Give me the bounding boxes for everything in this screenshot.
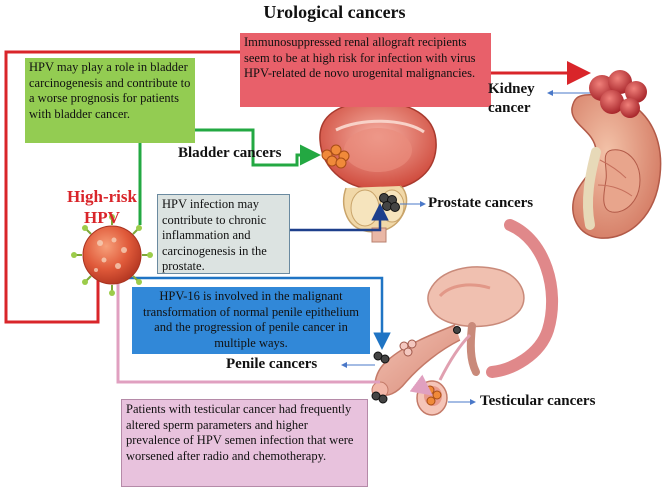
blue-connector	[126, 276, 391, 350]
prostate-cancer-label: Prostate cancers	[428, 195, 534, 211]
testicular-cancer-label: Testicular cancers	[480, 393, 596, 409]
bladder-prostate-illustration	[319, 101, 437, 243]
hpv-label-line2: HPV	[84, 208, 120, 227]
green-connector	[138, 128, 315, 225]
prostate-note-box: HPV infection may contribute to chronic …	[157, 194, 290, 274]
kidney-note-box: Immunosuppressed renal allograft recipie…	[240, 33, 491, 107]
kidney-cancer-label-line1: Kidney	[488, 81, 535, 97]
pink-connector	[116, 280, 428, 392]
penile-note-box: HPV-16 is involved in the malignant tran…	[132, 287, 370, 354]
kidney-cancer-label: Kidney cancer	[488, 80, 535, 118]
penile-cancer-label: Penile cancers	[226, 356, 318, 372]
male-reproductive-illustration	[371, 219, 559, 416]
red-connector	[4, 50, 585, 324]
penile-tumor-cells	[371, 326, 461, 404]
testicular-note-box: Patients with testicular cancer had freq…	[121, 399, 368, 487]
bladder-cancer-label: Bladder cancers	[178, 145, 282, 161]
navy-connector	[290, 203, 389, 232]
hpv-label-line1: High-risk	[67, 187, 137, 206]
hpv-virus-icon	[71, 214, 153, 296]
kidney-illustration	[571, 70, 662, 239]
hpv-label: High-risk HPV	[48, 186, 156, 228]
diagram-title: Urological cancers	[263, 2, 406, 22]
kidney-cancer-label-line2: cancer	[488, 100, 531, 116]
bladder-note-box: HPV may play a role in bladder carcinoge…	[25, 58, 195, 143]
